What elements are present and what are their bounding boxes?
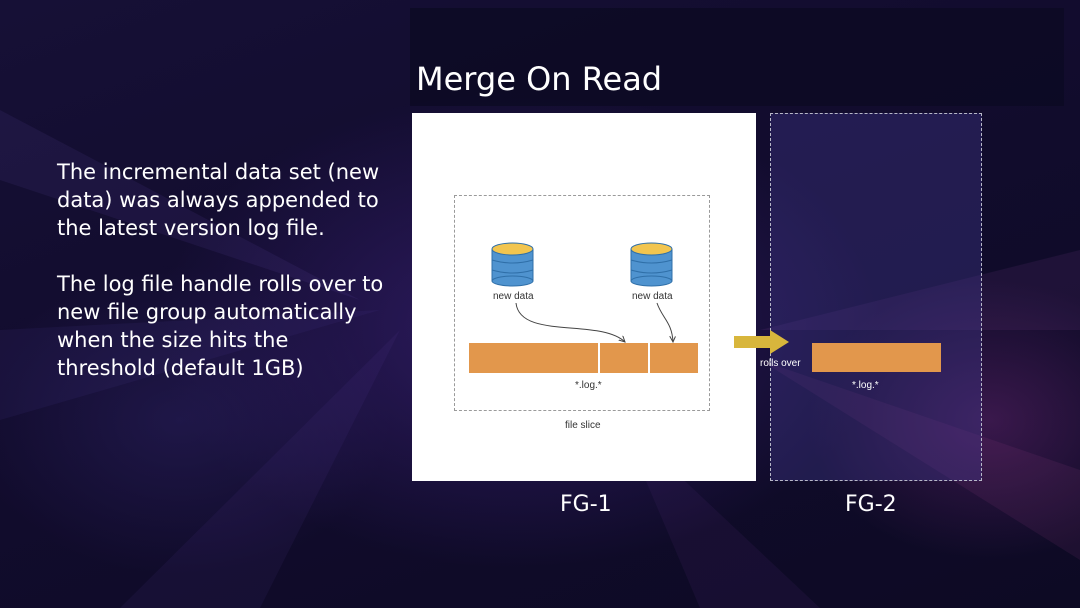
- new-data-label: new data: [632, 291, 673, 302]
- database-icon: [491, 242, 534, 287]
- rolls-over-arrow-icon: [734, 330, 789, 354]
- slide-title: Merge On Read: [416, 60, 663, 98]
- file-slice-label: file slice: [565, 420, 601, 431]
- rolls-over-label: rolls over: [760, 358, 801, 369]
- database-icon: [630, 242, 673, 287]
- body-text: The incremental data set (new data) was …: [57, 158, 393, 410]
- append-arrow: [656, 302, 673, 342]
- file-group-2-panel: [770, 113, 982, 481]
- paragraph-incremental-data: The incremental data set (new data) was …: [57, 160, 380, 240]
- log-file-label-fg2: *.log.*: [852, 380, 879, 391]
- fg1-label: FG-1: [560, 492, 612, 517]
- title-band: [410, 8, 1064, 106]
- log-file-blocks: [469, 343, 698, 373]
- log-file-label: *.log.*: [575, 380, 602, 391]
- file-slice-box: [454, 195, 710, 411]
- append-arrow: [515, 302, 625, 342]
- new-data-label: new data: [493, 291, 534, 302]
- fg2-label: FG-2: [845, 492, 897, 517]
- file-group-1-panel: [412, 113, 756, 481]
- log-file-block-fg2: [812, 343, 941, 372]
- paragraph-rollover: The log file handle rolls over to new fi…: [57, 272, 384, 380]
